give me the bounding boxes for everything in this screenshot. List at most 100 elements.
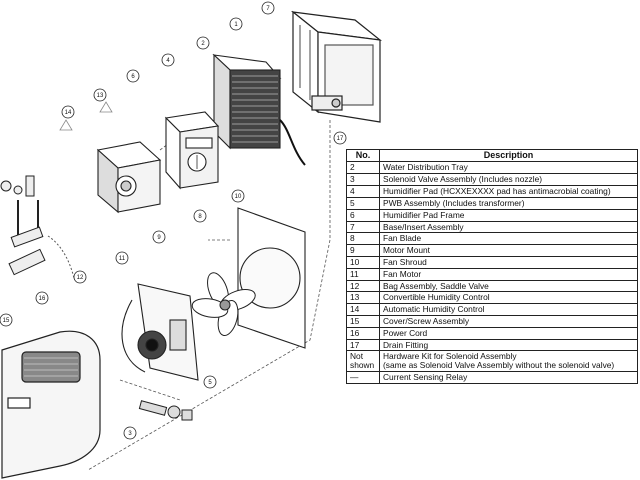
callout-17: 17	[333, 131, 347, 145]
callout-16: 16	[35, 291, 49, 305]
part-description-cell: PWB Assembly (Includes transformer)	[379, 196, 638, 210]
svg-text:15: 15	[3, 318, 10, 324]
solenoid-valve-assembly	[138, 400, 193, 421]
part-description-cell: Current Sensing Relay	[379, 371, 638, 384]
callout-6: 6	[126, 69, 140, 83]
callout-7: 7	[261, 1, 275, 15]
part-description-cell: Solenoid Valve Assembly (Includes nozzle…	[379, 173, 638, 187]
svg-text:14: 14	[65, 110, 72, 116]
svg-text:8: 8	[198, 214, 202, 220]
part-number-cell: 7	[346, 220, 380, 234]
saddle-valve-hardware	[0, 175, 75, 279]
callout-5: 5	[203, 375, 217, 389]
convertible-humidity-control	[164, 111, 220, 190]
base-insert-assembly	[290, 10, 383, 123]
part-number-cell: 5	[346, 196, 380, 210]
table-row: —Current Sensing Relay	[346, 371, 638, 384]
part-number-cell: 15	[346, 315, 380, 328]
fan-blade	[191, 272, 256, 337]
part-description-cell: Humidifier Pad (HCXXEXXXX pad has antima…	[379, 185, 638, 198]
part-description-cell: Automatic Humidity Control	[379, 303, 638, 316]
callout-15: 15	[0, 313, 13, 327]
part-description-cell: Base/Insert Assembly	[379, 220, 638, 234]
part-description-cell: Bag Assembly, Saddle Valve	[379, 279, 638, 293]
callout-9: 9	[152, 230, 166, 244]
part-number-cell: 12	[346, 279, 380, 293]
part-description-cell: Motor Mount	[379, 244, 638, 257]
svg-text:12: 12	[77, 275, 84, 281]
callout-11: 11	[115, 251, 129, 265]
part-description-cell: Convertible Humidity Control	[379, 291, 638, 305]
cover-assembly	[1, 330, 101, 479]
part-number-cell: 6	[346, 208, 380, 222]
part-number-cell: 8	[346, 232, 380, 246]
svg-text:9: 9	[157, 235, 161, 241]
fan-shroud	[237, 207, 306, 349]
part-description-cell: Fan Motor	[379, 267, 638, 281]
part-number-cell: 17	[346, 338, 380, 352]
svg-text:5: 5	[208, 380, 212, 386]
svg-text:3: 3	[128, 431, 132, 437]
part-description-cell: Drain Fitting	[379, 338, 638, 352]
svg-text:4: 4	[166, 58, 170, 64]
table-header-row: No. Description	[346, 148, 638, 163]
callout-2: 2	[196, 36, 210, 50]
part-description-cell: Humidifier Pad Frame	[379, 208, 638, 222]
callout-3: 3	[123, 426, 137, 440]
humidifier-pad-assembly	[212, 53, 306, 166]
callout-8: 8	[193, 209, 207, 223]
part-description-cell: Water Distribution Tray	[379, 161, 638, 175]
column-header-description: Description	[379, 148, 638, 163]
part-number-cell: 4	[346, 185, 380, 198]
automatic-humidity-control	[96, 141, 162, 214]
part-number-cell: 9	[346, 244, 380, 257]
callout-14: 14	[61, 105, 75, 119]
part-description-cell: Fan Shroud	[379, 255, 638, 269]
warning-triangle-icon	[99, 101, 113, 113]
column-header-no: No.	[346, 148, 380, 163]
motor-mount-assembly	[121, 283, 199, 381]
svg-text:16: 16	[39, 296, 46, 302]
warning-triangle-icon	[59, 119, 73, 131]
svg-text:13: 13	[97, 93, 104, 99]
part-number-cell: 13	[346, 291, 380, 305]
part-number-cell: 16	[346, 326, 380, 340]
callout-4: 4	[161, 53, 175, 67]
part-number-cell: 14	[346, 303, 380, 316]
svg-text:6: 6	[131, 74, 135, 80]
part-description-cell: Hardware Kit for Solenoid Assembly (same…	[379, 350, 638, 373]
callout-10: 10	[231, 189, 245, 203]
part-number-cell: Not shown	[346, 350, 380, 373]
part-description-cell: Fan Blade	[379, 232, 638, 246]
part-number-cell: 10	[346, 255, 380, 269]
callout-labels: 1 2 3 4 5 6 7 8 9 10 11 12 13 14 15 16 1…	[0, 1, 347, 440]
warning-triangle-icons	[59, 101, 113, 131]
svg-text:11: 11	[119, 256, 126, 262]
part-number-cell: 3	[346, 173, 380, 187]
part-description-cell: Cover/Screw Assembly	[379, 315, 638, 328]
callout-13: 13	[93, 88, 107, 102]
svg-text:1: 1	[234, 22, 238, 28]
part-description-cell: Power Cord	[379, 326, 638, 340]
part-number-cell: 11	[346, 267, 380, 281]
part-number-cell: 2	[346, 161, 380, 175]
